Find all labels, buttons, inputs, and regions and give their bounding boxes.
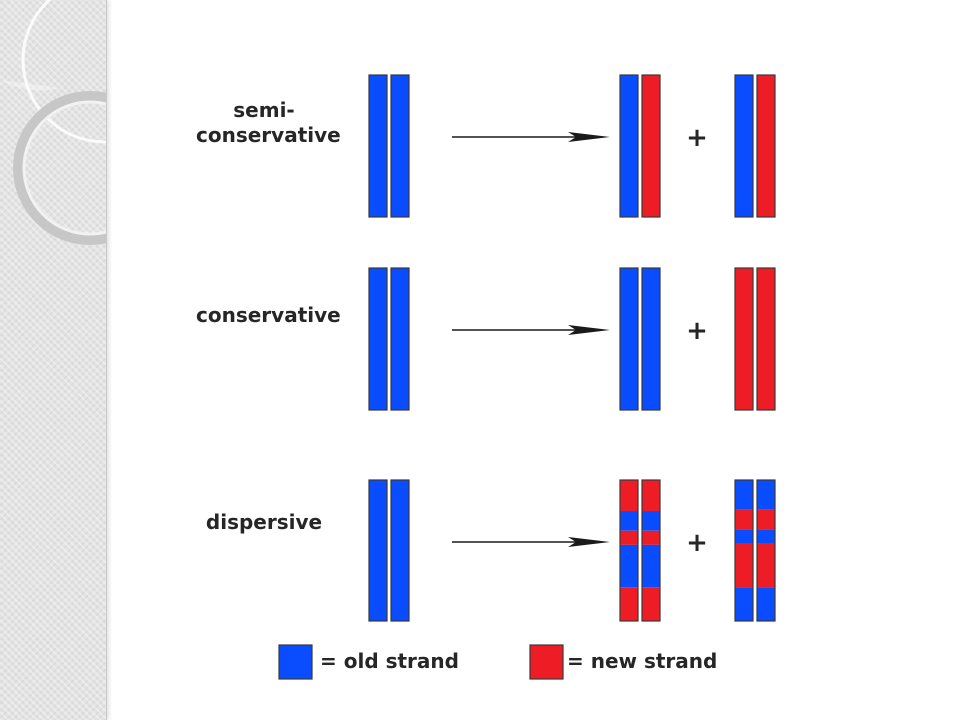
new-segment — [620, 530, 638, 545]
old-segment — [642, 511, 660, 531]
arrowhead-icon — [568, 325, 610, 335]
old-segment — [757, 587, 775, 621]
strand-outline — [756, 479, 776, 622]
strand-outline — [368, 74, 388, 218]
semi-conservative-product-2-left-strand — [734, 74, 754, 218]
semi-conservative-parent-left-strand — [368, 74, 388, 218]
semi-conservative-product-2-right-strand — [756, 74, 776, 218]
strand-outline — [390, 479, 410, 622]
old-segment — [757, 529, 775, 544]
semi-conservative-product-1-left-strand — [619, 74, 639, 218]
strand-outline — [641, 479, 661, 622]
plus-sign: + — [686, 316, 708, 346]
strand-outline — [390, 267, 410, 411]
dispersive-product-2-left-strand — [734, 479, 754, 622]
new-segment — [735, 543, 753, 588]
new-segment — [642, 587, 660, 621]
strand-outline — [641, 267, 661, 411]
strand-outline — [368, 479, 388, 622]
new-segment — [757, 543, 775, 588]
old-segment — [757, 480, 775, 510]
side-panel-decoration — [0, 0, 107, 720]
arrowhead-icon — [568, 537, 610, 547]
strand-outline — [756, 74, 776, 218]
new-segment — [620, 587, 638, 621]
old-segment — [391, 268, 409, 410]
label-line: conservative — [196, 123, 341, 147]
conservative-parent-left-strand — [368, 267, 388, 411]
label-line: conservative — [196, 303, 341, 327]
old-segment — [735, 587, 753, 621]
old-segment — [369, 480, 387, 621]
old-segment — [369, 268, 387, 410]
strand-outline — [734, 479, 754, 622]
dispersive-product-1-right-strand — [641, 479, 661, 622]
strand-outline — [756, 267, 776, 411]
arrowhead-icon — [568, 132, 610, 142]
decorative-rings — [0, 0, 106, 245]
legend-new-label: = new strand — [567, 649, 718, 673]
old-segment — [620, 268, 638, 410]
old-segment — [620, 511, 638, 531]
old-segment — [391, 75, 409, 217]
label-semi-conservative: semi- conservative — [196, 98, 341, 148]
old-segment — [369, 75, 387, 217]
old-segment — [735, 480, 753, 510]
old-segment — [735, 75, 753, 217]
new-segment — [642, 480, 660, 512]
conservative-product-2-left-strand — [734, 267, 754, 411]
strand-outline — [619, 267, 639, 411]
dispersive-product-2-right-strand — [756, 479, 776, 622]
old-segment — [642, 268, 660, 410]
strand-outline — [734, 267, 754, 411]
label-dispersive: dispersive — [196, 510, 332, 535]
old-segment — [620, 544, 638, 588]
new-segment — [620, 480, 638, 512]
new-segment — [642, 75, 660, 217]
old-segment — [620, 75, 638, 217]
dispersive-parent-left-strand — [368, 479, 388, 622]
legend-new-swatch — [529, 644, 564, 680]
label-conservative: conservative — [196, 303, 341, 328]
dispersive-parent-right-strand — [390, 479, 410, 622]
label-line: semi- — [233, 98, 295, 122]
new-segment — [642, 530, 660, 545]
strand-outline — [619, 74, 639, 218]
new-segment — [735, 509, 753, 530]
strand-outline — [641, 74, 661, 218]
new-segment — [757, 509, 775, 530]
old-segment — [642, 544, 660, 588]
conservative-parent-right-strand — [390, 267, 410, 411]
dispersive-product-1-left-strand — [619, 479, 639, 622]
strand-outline — [619, 479, 639, 622]
semi-conservative-product-1-right-strand — [641, 74, 661, 218]
plus-sign: + — [686, 123, 708, 153]
semi-conservative-parent-right-strand — [390, 74, 410, 218]
strand-outline — [368, 267, 388, 411]
conservative-product-2-right-strand — [756, 267, 776, 411]
legend-old-swatch — [278, 644, 313, 680]
strand-outline — [734, 74, 754, 218]
conservative-product-1-left-strand — [619, 267, 639, 411]
label-line: dispersive — [205, 510, 323, 534]
new-segment — [735, 268, 753, 410]
new-segment — [757, 268, 775, 410]
conservative-product-1-right-strand — [641, 267, 661, 411]
plus-sign: + — [686, 528, 708, 558]
new-segment — [757, 75, 775, 217]
old-segment — [735, 529, 753, 544]
old-segment — [391, 480, 409, 621]
strand-outline — [390, 74, 410, 218]
legend-old-label: = old strand — [320, 649, 459, 673]
